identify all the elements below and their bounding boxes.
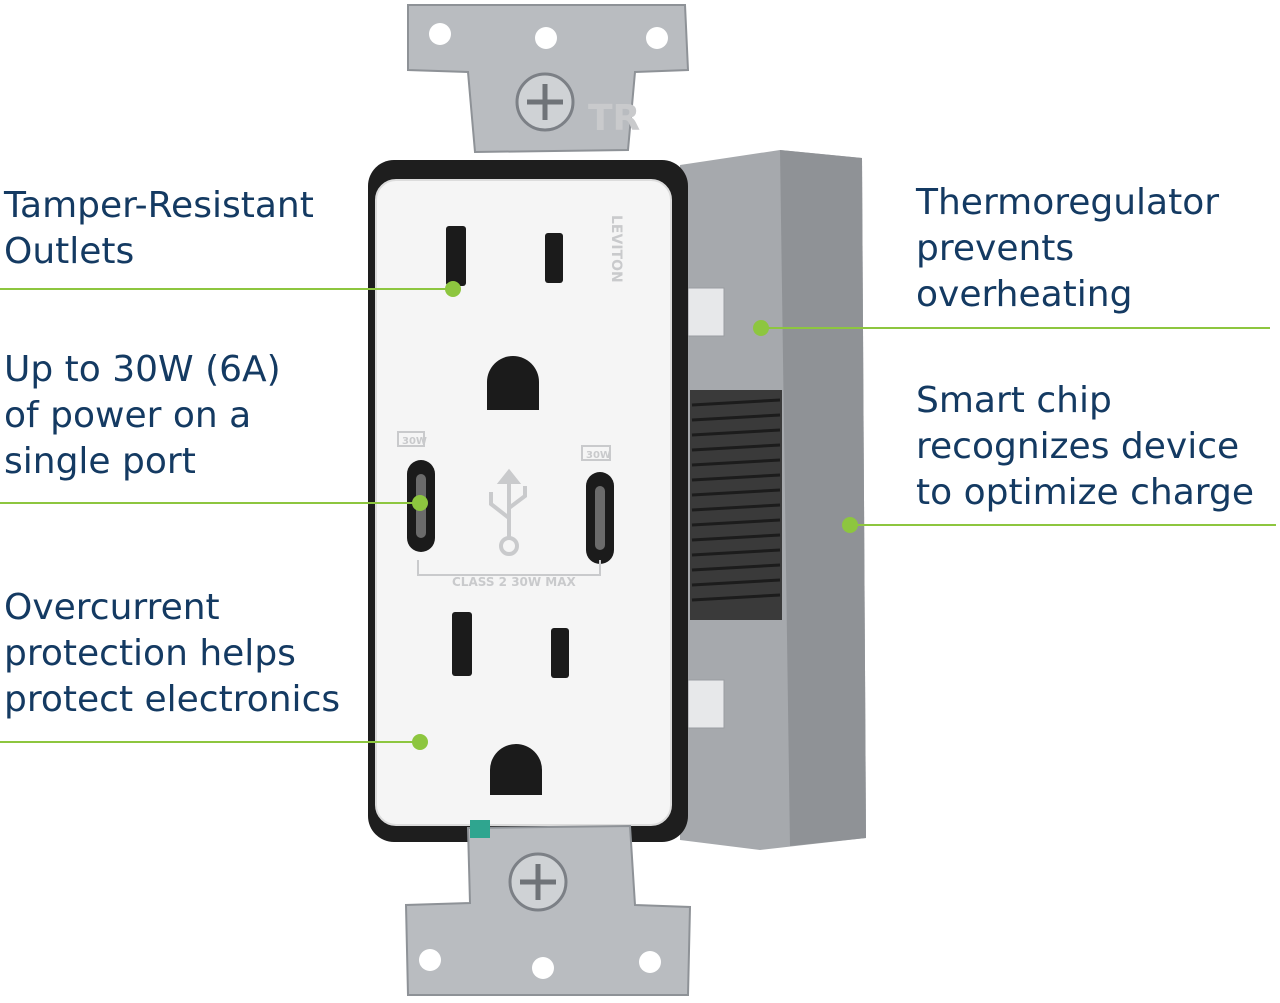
outlet-face: LEVITON 30W 30W CLASS 2 30W MAX — [375, 179, 672, 826]
tr-mark: TR — [588, 98, 640, 139]
bottom-mounting-strap — [404, 820, 692, 996]
lower-slot-left — [452, 612, 472, 676]
leader-dot-tamper — [445, 281, 461, 297]
lower-ground-hole — [490, 744, 542, 795]
leader-dot-thermoregulator — [753, 320, 769, 336]
callout-thermoregulator: Thermoregulator prevents overheating — [916, 182, 1220, 315]
upper-slot-right — [545, 233, 563, 283]
callout-overcurrent: Overcurrent protection helps protect ele… — [4, 587, 341, 720]
callout-smart-chip: Smart chip recognizes device to optimize… — [916, 380, 1254, 513]
leader-dot-overcurrent — [412, 734, 428, 750]
top-mounting-strap: TR — [407, 4, 690, 154]
side-housing — [680, 150, 866, 850]
callout-power: Up to 30W (6A) of power on a single port — [4, 349, 281, 482]
lower-slot-right — [551, 628, 569, 678]
callout-tamper-resistant: Tamper-Resistant Outlets — [4, 185, 314, 272]
brand-mark: LEVITON — [608, 215, 624, 283]
left-port-rating: 30W — [402, 436, 427, 447]
leader-dot-power — [412, 495, 428, 511]
leader-dot-smart-chip — [842, 517, 858, 533]
upper-slot-left — [446, 226, 466, 286]
usb-icon — [489, 468, 527, 556]
class-marking: CLASS 2 30W MAX — [452, 575, 577, 589]
upper-ground-hole — [487, 356, 539, 410]
right-port-rating: 30W — [586, 450, 611, 461]
